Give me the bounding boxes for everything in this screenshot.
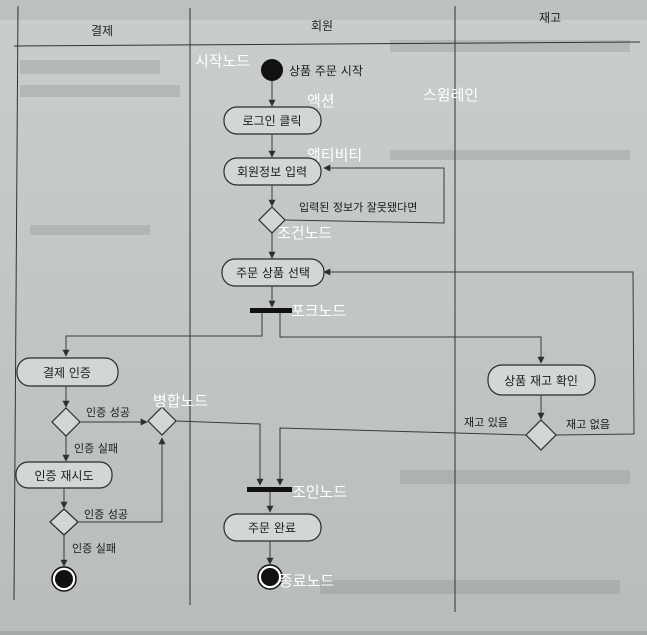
action-member-info-label: 회원정보 입력: [237, 165, 307, 179]
annotation-activity: 액티비티: [307, 146, 362, 164]
action-auth-retry-label: 인증 재시도: [34, 469, 93, 483]
lane-title-payment: 결제: [91, 24, 113, 38]
annotation-end-node: 종료노드: [279, 572, 334, 590]
flow-stock-none: [323, 268, 635, 436]
flow-label-in-stock: 재고 있음: [464, 416, 508, 429]
flow-label-auth-fail-2: 인증 실패: [72, 542, 116, 555]
join-node: [247, 487, 292, 492]
merge-node: [147, 406, 177, 436]
end-node-payment-inner: [55, 570, 73, 588]
fork-node: [250, 308, 292, 313]
decision-node-auth-1: [51, 407, 81, 437]
start-label: 상품 주문 시작: [289, 64, 363, 78]
annotation-fork-node: 포크노드: [291, 302, 346, 320]
flow-info-retry: [284, 164, 445, 224]
start-node: [261, 59, 283, 81]
action-check-stock-label: 상품 재고 확인: [504, 374, 578, 388]
action-select-product-label: 주문 상품 선택: [236, 266, 310, 280]
flow-stock-available: [276, 427, 527, 486]
action-login-label: 로그인 클릭: [242, 114, 301, 128]
flow-fork-payment: [62, 313, 263, 357]
flow-label-auth-fail-1: 인증 실패: [74, 442, 118, 455]
lane-border-left: [13, 5, 19, 601]
flow-label-out-of-stock: 재고 없음: [566, 418, 610, 431]
lane-title-member: 회원: [311, 19, 333, 33]
decision-node-stock: [525, 419, 557, 451]
annotation-action: 액션: [307, 92, 335, 110]
swimlane-frame: [13, 5, 641, 612]
flow-label-auth-success-1: 인증 성공: [86, 406, 130, 419]
action-payment-auth: [16, 357, 119, 387]
annotation-decision-node: 조건노드: [277, 224, 332, 242]
action-payment-auth-label: 결제 인증: [43, 366, 91, 380]
end-node-member-inner: [261, 568, 279, 586]
flow-label-info-wrong: 입력된 정보가 잘못됐다면: [299, 201, 417, 214]
annotation-start-node: 시작노드: [195, 52, 250, 70]
lane-title-inventory: 재고: [539, 11, 561, 25]
background-ghost-text: [0, 0, 647, 594]
action-order-complete-label: 주문 완료: [248, 521, 296, 535]
action-order-complete: [223, 513, 322, 542]
decision-node-auth-2: [49, 508, 79, 536]
flow-merge-join: [175, 420, 264, 486]
lane-header-line: [13, 41, 641, 47]
flow-label-auth-success-2: 인증 성공: [84, 508, 128, 521]
annotation-swimlane: 스윔레인: [423, 86, 478, 104]
flow-fork-stock: [279, 313, 545, 364]
annotation-merge-node: 병합노드: [153, 392, 208, 410]
flow-auth-success-2: [78, 437, 166, 523]
annotation-join-node: 조인노드: [292, 483, 347, 501]
